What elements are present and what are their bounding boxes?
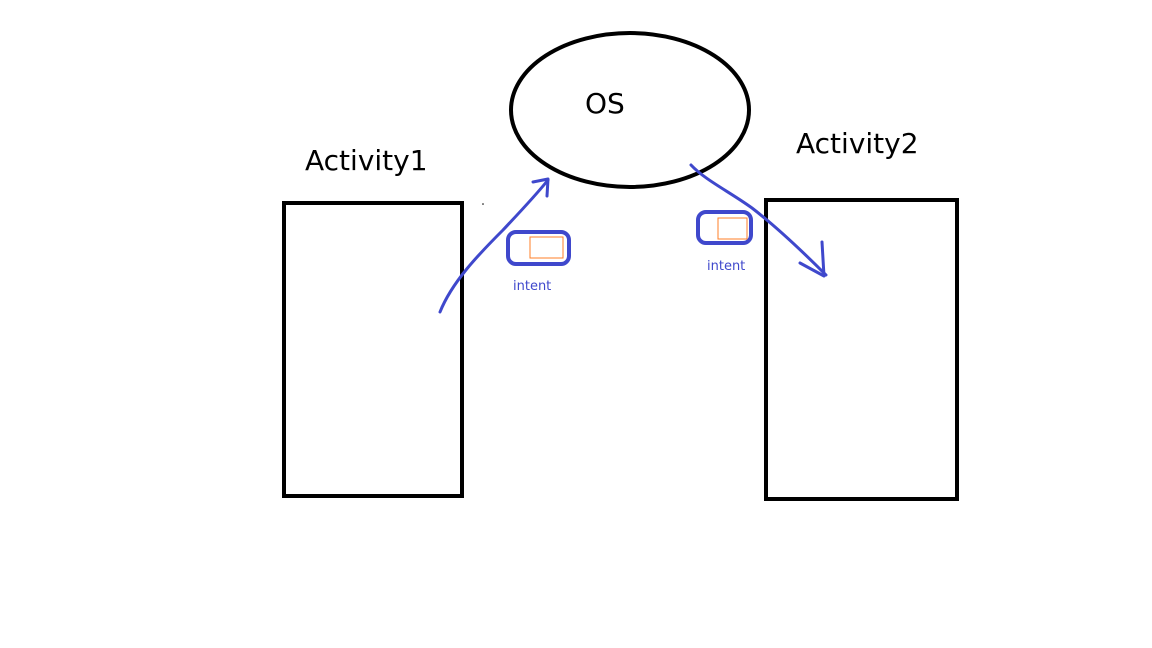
os-label: OS [585,87,625,120]
arrowhead-activity1-to-os [531,177,550,198]
activity1-box [282,201,464,498]
arrow-activity1-to-os [438,178,550,314]
arrowhead-os-to-activity2 [798,240,826,278]
activity1-node: Activity1 [282,144,464,498]
os-ellipse [509,31,751,189]
intent-label-2: intent [707,259,745,274]
intent-label-1: intent [513,279,551,294]
activity2-label: Activity2 [796,127,919,160]
intent-envelope-icon [696,210,753,245]
activity2-box [764,198,959,501]
edge-activity1-to-os: intent [438,177,571,314]
os-node: OS [509,31,751,189]
edge-os-to-activity2: intent [689,163,828,278]
arrow-os-to-activity2 [689,163,828,277]
activity2-node: Activity2 [764,127,959,501]
intent-envelope-icon [506,230,571,266]
activity1-label: Activity1 [305,144,428,177]
stray-dot [482,203,484,205]
